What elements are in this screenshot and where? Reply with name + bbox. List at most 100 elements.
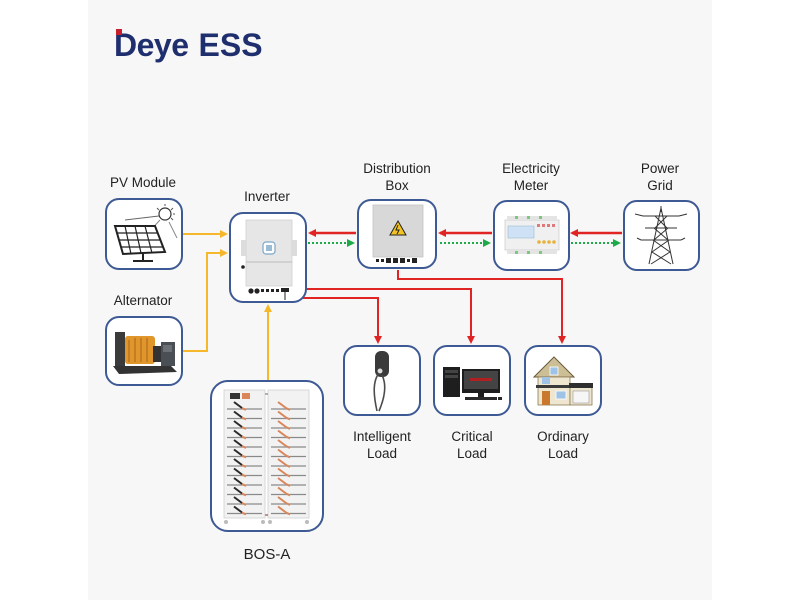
battery-module-cable	[233, 505, 243, 514]
battery-label: BOS-A	[243, 546, 291, 563]
distribution-box-label-line2: Box	[385, 178, 409, 193]
battery-module-cable	[285, 473, 291, 478]
critical-load-node[interactable]	[433, 345, 511, 416]
house-icon	[532, 356, 593, 406]
battery-module-cable	[233, 496, 243, 504]
battery-module-cable	[241, 445, 247, 449]
battery-module-cable	[233, 429, 243, 438]
battery-module-cable	[241, 426, 247, 430]
battery-module-cable	[277, 420, 287, 428]
transmission-tower-icon	[634, 206, 688, 265]
battery-module-cable	[285, 454, 291, 459]
battery-module-cable	[277, 496, 287, 504]
distribution-box-icon	[372, 204, 424, 263]
critical-load-label-line2: Load	[456, 446, 488, 461]
critical-load-label-line1: Critical	[451, 429, 493, 444]
distribution-box-label-line1: Distribution	[363, 161, 431, 176]
distribution-box-node[interactable]	[357, 199, 437, 269]
battery-module-cable	[233, 401, 243, 409]
battery-module-cable	[277, 410, 287, 419]
battery-module-cable	[277, 448, 287, 457]
inverter-label: Inverter	[244, 189, 290, 204]
battery-module-cable	[285, 483, 291, 487]
battery-module-cable	[233, 477, 243, 485]
battery-module-cable	[233, 448, 243, 457]
solar-panel-icon	[113, 204, 178, 262]
computer-icon	[443, 367, 502, 400]
ordinary-load-label-line1: Ordinary	[537, 429, 589, 444]
electricity-meter-label-line2: Meter	[513, 178, 549, 193]
power-grid-label: Power Grid	[605, 160, 715, 194]
battery-module-cable	[285, 445, 291, 449]
battery-module-cable	[241, 492, 247, 497]
electricity-meter-label: Electricity Meter	[476, 160, 586, 194]
wire-inverter-to-intelligent-load	[303, 297, 382, 344]
electricity-meter-node[interactable]	[493, 200, 570, 271]
battery-module-cable	[241, 473, 247, 478]
battery-module-cable	[233, 439, 243, 447]
pv-module-node[interactable]	[105, 198, 183, 270]
battery-module-cable	[277, 429, 287, 438]
diagram-background	[88, 0, 712, 600]
battery-module-cable	[285, 492, 291, 497]
intelligent-load-label-line2: Load	[366, 446, 398, 461]
battery-module-cable	[277, 467, 287, 476]
intelligent-load-label-line1: Intelligent	[353, 429, 411, 444]
battery-module-cable	[285, 435, 291, 440]
power-grid-node[interactable]	[623, 200, 700, 271]
logo-brand: Deye	[114, 27, 189, 63]
battery-module-cable	[285, 416, 291, 421]
battery-module-cable	[277, 486, 287, 495]
battery-module-cable	[277, 458, 287, 466]
battery-module-cable	[277, 477, 287, 485]
battery-module-cable	[241, 502, 247, 506]
battery-module-cable	[233, 410, 243, 419]
battery-rack-icon	[223, 389, 310, 524]
battery-module-cable	[285, 407, 291, 411]
ordinary-load-label-line2: Load	[547, 446, 579, 461]
wire-inverter-to-critical-load	[306, 288, 475, 344]
battery-module-cable	[285, 464, 291, 468]
alternator-label: Alternator	[113, 293, 173, 308]
power-grid-label-line2: Grid	[647, 178, 673, 193]
battery-module-cable	[285, 502, 291, 506]
battery-module-cable	[241, 464, 247, 468]
battery-module-cable	[277, 401, 287, 409]
battery-module-cable	[233, 486, 243, 495]
wire-alternator-to-inverter	[183, 249, 228, 352]
electricity-meter-label-line1: Electricity	[502, 161, 560, 176]
battery-module-cable	[233, 420, 243, 428]
generator-icon	[113, 332, 177, 374]
logo-product: ESS	[198, 27, 263, 63]
distribution-box-label: Distribution Box	[342, 160, 452, 194]
pv-module-label: PV Module	[109, 175, 177, 190]
battery-module-cable	[241, 454, 247, 459]
battery-module-cable	[285, 511, 291, 516]
battery-module-cable	[233, 467, 243, 476]
electricity-meter-icon	[504, 216, 560, 254]
ordinary-load-node[interactable]	[524, 345, 602, 416]
intelligent-load-label: Intelligent Load	[327, 428, 437, 462]
battery-module-cable	[285, 426, 291, 430]
battery-module-cable	[241, 407, 247, 411]
inverter-icon	[241, 219, 297, 300]
deye-ess-logo: Deye ESS	[114, 24, 263, 64]
ev-charger-icon	[373, 351, 389, 412]
battery-module-cable	[241, 483, 247, 487]
battery-node[interactable]	[210, 380, 324, 532]
battery-module-cable	[277, 505, 287, 514]
wire-distbox-to-ordinary-load	[397, 270, 566, 344]
ordinary-load-label: Ordinary Load	[508, 428, 618, 462]
alternator-node[interactable]	[105, 316, 183, 386]
battery-module-cable	[241, 511, 247, 516]
battery-module-cable	[241, 416, 247, 421]
battery-module-cable	[241, 435, 247, 440]
intelligent-load-node[interactable]	[343, 345, 421, 416]
logo-red-mark	[116, 29, 122, 35]
battery-module-cable	[277, 439, 287, 447]
battery-module-cable	[233, 458, 243, 466]
critical-load-label: Critical Load	[417, 428, 527, 462]
power-grid-label-line1: Power	[640, 161, 680, 176]
inverter-node[interactable]	[229, 212, 307, 303]
